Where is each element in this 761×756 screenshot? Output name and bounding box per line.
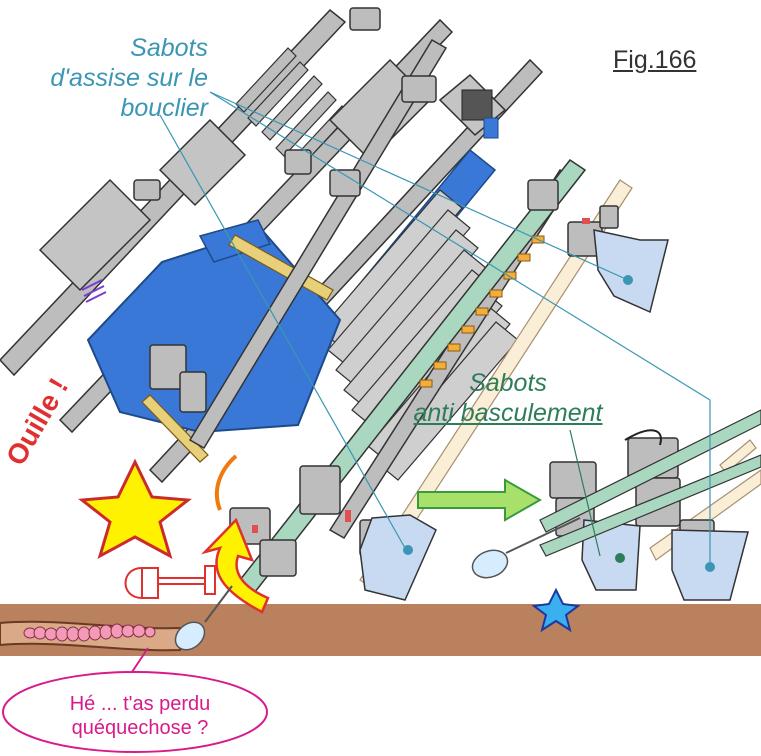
assise-line-2: d'assise sur le	[50, 64, 208, 92]
led-blue-right	[471, 517, 581, 579]
led-blue-ground	[174, 585, 233, 651]
bubble-text: Hé ... t'as perdu quéquechose ?	[20, 692, 260, 740]
big-star	[78, 458, 192, 560]
anti-line-2: anti basculement	[413, 399, 603, 427]
bubble-line-2: quéquechose ?	[71, 717, 209, 739]
speech-bubble	[2, 671, 268, 753]
assise-line-3: bouclier	[120, 94, 208, 122]
small-star	[531, 587, 581, 633]
tilted-mechanism	[0, 7, 761, 601]
bubble-line-1: Hé ... t'as perdu	[69, 693, 211, 715]
label-sabots-assise: Sabots d'assise sur le bouclier	[8, 33, 208, 123]
led-red	[124, 565, 216, 600]
label-sabots-anti: Sabots anti basculement	[388, 368, 628, 428]
figure-label: Fig.166	[613, 46, 697, 74]
leader-lines	[159, 91, 711, 565]
arrow-right	[417, 478, 543, 522]
worm	[23, 623, 156, 642]
anti-line-1: Sabots	[469, 369, 547, 397]
assise-line-1: Sabots	[130, 34, 208, 62]
